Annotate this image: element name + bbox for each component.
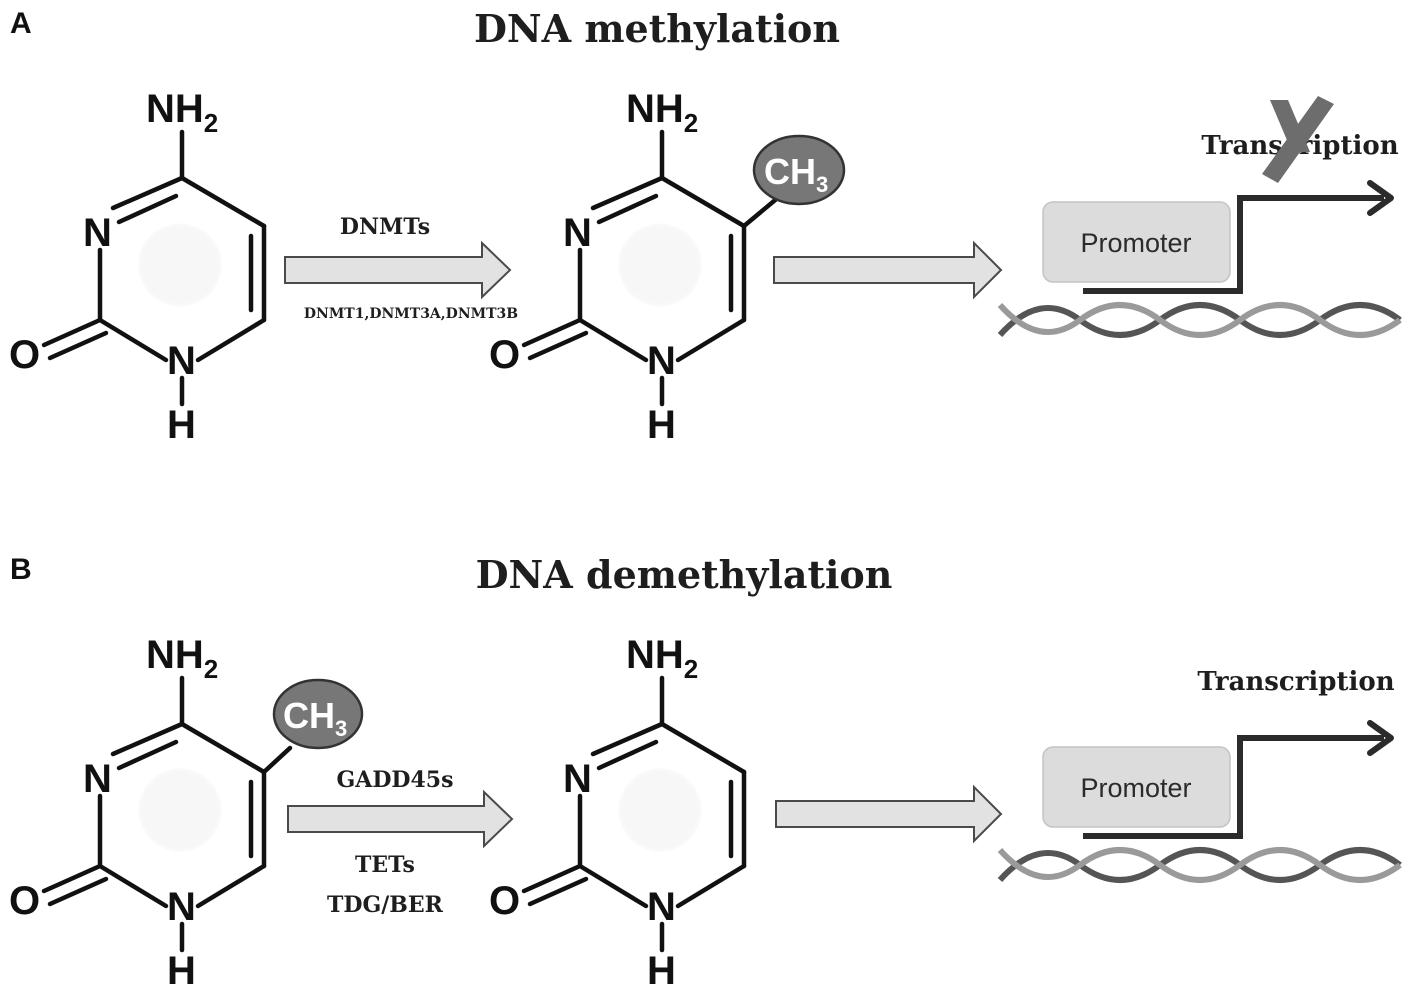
methylcytosine-molecule: NH2 N O N H CH3 xyxy=(9,633,364,993)
ring-n-label: N xyxy=(563,757,592,801)
ring-n-label: N xyxy=(83,211,112,255)
dnmts-arrow: DNMTs DNMT1,DNMT3A,DNMT3B xyxy=(284,214,518,322)
hydrogen-label: H xyxy=(167,949,196,993)
arrowhead-icon xyxy=(1367,180,1394,216)
dna-double-helix xyxy=(997,847,1402,883)
demethylation-arrow: GADD45s TETs TDG/BER xyxy=(287,767,514,918)
enzyme-sublabel-dnmt-isoforms: DNMT1,DNMT3A,DNMT3B xyxy=(304,306,518,322)
panel-b-title: DNA demethylation xyxy=(476,552,893,597)
cytosine-molecule: NH2 N O N H xyxy=(489,633,747,993)
amine-label: NH2 xyxy=(626,87,698,138)
promoter-region-a: Promoter Transcription xyxy=(997,96,1402,338)
transcription-label: Transcription xyxy=(1197,667,1394,697)
panel-a-letter: A xyxy=(10,7,32,40)
promoter-region-b: Promoter Transcription xyxy=(997,667,1402,883)
oxygen-label: O xyxy=(489,333,520,377)
effect-arrow-icon xyxy=(773,240,1003,300)
reaction-arrow-icon xyxy=(287,789,514,849)
dna-double-helix xyxy=(997,302,1402,338)
amine-label: NH2 xyxy=(146,87,218,138)
ring-nh-label: N xyxy=(167,885,196,929)
enzyme-label-dnmts: DNMTs xyxy=(340,214,430,240)
ring-nh-label: N xyxy=(167,339,196,383)
panel-b: B DNA demethylation NH2 N O N H CH3 xyxy=(9,552,1402,993)
amine-label: NH2 xyxy=(146,633,218,684)
ring-n-label: N xyxy=(83,757,112,801)
ring-nh-label: N xyxy=(647,885,676,929)
effect-arrow-icon xyxy=(775,784,1003,844)
transcription-start-arrow xyxy=(1083,735,1384,839)
background-watermark xyxy=(138,223,702,852)
promoter-label: Promoter xyxy=(1080,228,1191,258)
panel-a-title: DNA methylation xyxy=(474,6,840,51)
oxygen-label: O xyxy=(489,879,520,923)
methyl-group-badge xyxy=(752,134,846,206)
enzyme-label-tdg-ber: TDG/BER xyxy=(327,892,444,918)
methyl-group: CH3 xyxy=(272,678,364,750)
ring-nh-label: N xyxy=(647,339,676,383)
promoter-box xyxy=(1042,201,1231,283)
enzyme-label-tets: TETs xyxy=(355,852,415,878)
promoter-label: Promoter xyxy=(1080,773,1191,803)
panel-a: A DNA methylation NH2 N O N H DNMTs xyxy=(9,6,1402,447)
methylcytosine-molecule: NH2 N O N H CH3 xyxy=(489,87,846,447)
hydrogen-label: H xyxy=(167,403,196,447)
arrowhead-icon xyxy=(1367,720,1394,756)
hydrogen-label: H xyxy=(647,403,676,447)
methyl-label: CH3 xyxy=(764,151,828,197)
amine-label: NH2 xyxy=(626,633,698,684)
oxygen-label: O xyxy=(9,879,40,923)
transcription-start-arrow xyxy=(1083,195,1384,294)
methyl-group-badge xyxy=(272,678,364,750)
cytosine-molecule: NH2 N O N H xyxy=(9,87,267,447)
methyl-label: CH3 xyxy=(283,695,347,741)
cross-icon xyxy=(1262,96,1334,183)
panel-b-letter: B xyxy=(10,553,32,586)
oxygen-label: O xyxy=(9,333,40,377)
promoter-box xyxy=(1042,746,1231,828)
enzyme-label-gadd45s: GADD45s xyxy=(336,767,453,793)
hydrogen-label: H xyxy=(647,949,676,993)
methyl-group: CH3 xyxy=(752,134,846,206)
reaction-arrow-icon xyxy=(284,240,512,300)
ring-n-label: N xyxy=(563,211,592,255)
